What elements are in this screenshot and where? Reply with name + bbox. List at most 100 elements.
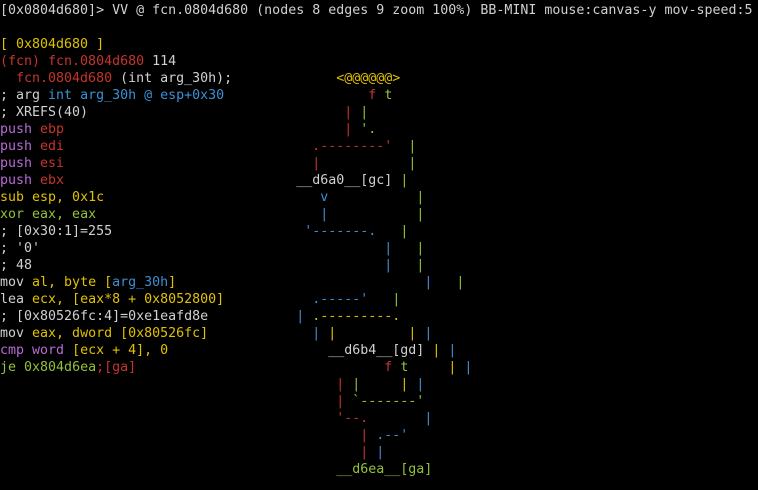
terminal-text: esi	[40, 156, 65, 171]
terminal-text: |	[400, 377, 409, 392]
terminal-line: mov eax, dword [0x80526fc] | | | |	[0, 325, 758, 342]
terminal-line: je 0x804d6ea;[ga] f t | |	[0, 359, 758, 376]
terminal-text	[376, 224, 400, 239]
terminal-line: push ebx __d6a0__[gc] |	[0, 172, 758, 189]
terminal-line: | .--'	[0, 427, 758, 444]
terminal-text: 114	[144, 54, 177, 69]
terminal-text: |	[344, 122, 353, 137]
terminal-line: push ebp | '.	[0, 121, 758, 138]
terminal-line: ; '0' | |	[0, 240, 758, 257]
terminal-text: |	[424, 411, 433, 426]
terminal-line: [ 0x804d680 ]	[0, 36, 758, 53]
terminal-text: |	[416, 207, 425, 222]
terminal-text: |	[384, 258, 393, 273]
terminal-text: .--'	[376, 428, 409, 443]
terminal-line: | `-------'	[0, 393, 758, 410]
terminal-line: ; XREFS(40) | |	[0, 104, 758, 121]
terminal-text: |	[416, 190, 425, 205]
terminal-text: ebx	[40, 173, 65, 188]
terminal-text: ecx, [eax*8 + 0x8052800]	[32, 292, 225, 307]
terminal-text: |	[360, 428, 369, 443]
terminal-line: cmp word [ecx + 4], 0 __d6b4__[gd] | |	[0, 342, 758, 359]
terminal-text: |	[344, 105, 353, 120]
terminal-text: '--.	[336, 411, 369, 426]
terminal-text	[0, 377, 336, 392]
terminal-text	[88, 105, 344, 120]
terminal-text	[328, 190, 416, 205]
terminal-line: __d6ea__[ga]	[0, 461, 758, 478]
terminal-text: .---------.	[312, 309, 401, 324]
terminal-text: |	[448, 343, 457, 358]
terminal-line: mov al, byte [arg_30h] | |	[0, 274, 758, 291]
terminal-text: ;[ga]	[96, 360, 137, 375]
terminal-text: mov	[0, 326, 33, 341]
terminal-line: | | | |	[0, 376, 758, 393]
terminal-text: |	[384, 241, 393, 256]
terminal-line: (fcn) fcn.0804d680 114	[0, 53, 758, 70]
terminal-text	[360, 377, 400, 392]
terminal-line: sub esp, 0x1c v |	[0, 189, 758, 206]
terminal-text: ; 48	[0, 258, 33, 273]
terminal-text	[0, 445, 360, 460]
terminal-text	[40, 241, 384, 256]
terminal-text: eax, dword [0x80526fc]	[32, 326, 209, 341]
terminal-text	[112, 224, 304, 239]
terminal-text: xor	[0, 207, 33, 222]
terminal-text: ebp	[40, 122, 65, 137]
terminal-text	[328, 207, 416, 222]
terminal-text	[408, 360, 448, 375]
terminal-text	[104, 190, 320, 205]
terminal-text: '-------.	[304, 224, 377, 239]
terminal-text: @ esp+0x30	[136, 88, 225, 103]
terminal-text: [ecx + 4], 0	[72, 343, 169, 358]
terminal-text	[136, 360, 384, 375]
terminal-text: |	[424, 275, 433, 290]
status-line: [0x0804d680]> VV @ fcn.0804d680 (nodes 8…	[0, 3, 753, 18]
terminal-text: [ 0x804d680 ]	[0, 37, 105, 52]
terminal-text: sub	[0, 190, 33, 205]
terminal-line: '--. |	[0, 410, 758, 427]
terminal-text: |	[320, 207, 329, 222]
terminal-text: eax, eax	[32, 207, 97, 222]
terminal-text	[336, 326, 408, 341]
terminal-text: '.	[360, 122, 377, 137]
terminal-text	[224, 88, 368, 103]
terminal-text: edi	[40, 139, 65, 154]
terminal-text	[320, 156, 408, 171]
terminal-text: |	[312, 326, 321, 341]
terminal-text: |	[336, 394, 345, 409]
terminal-text	[208, 326, 312, 341]
terminal-line: | |	[0, 444, 758, 461]
terminal-text	[64, 139, 312, 154]
terminal-text	[392, 258, 416, 273]
terminal-text: ; '0'	[0, 241, 41, 256]
terminal-text	[432, 275, 456, 290]
terminal-text: lea	[0, 292, 33, 307]
terminal-text: .-----'	[312, 292, 369, 307]
terminal-line: ; [0x80526fc:4]=0xe1eafd8e | .---------.	[0, 308, 758, 325]
terminal-text: mov	[0, 275, 33, 290]
terminal-text	[64, 173, 296, 188]
terminal-text: .--------'	[312, 139, 393, 154]
terminal-text: |	[448, 360, 457, 375]
terminal-text	[392, 139, 408, 154]
terminal-text	[232, 71, 336, 86]
terminal-line: lea ecx, [eax*8 + 0x8052800] .-----' |	[0, 291, 758, 308]
terminal-text	[368, 411, 424, 426]
terminal-text: |	[416, 258, 425, 273]
terminal-line: ; 48 | |	[0, 257, 758, 274]
terminal-text: ; [0x30:1]=255	[0, 224, 113, 239]
terminal-text: |	[360, 445, 369, 460]
terminal-text: |	[328, 326, 337, 341]
terminal-text: __d6b4__[gd]	[328, 343, 425, 358]
terminal-text: je	[0, 360, 25, 375]
terminal-text: push	[0, 173, 41, 188]
terminal-text: |	[360, 105, 369, 120]
terminal-text: |	[464, 360, 473, 375]
terminal-text	[0, 411, 336, 426]
terminal-text: |	[400, 173, 409, 188]
terminal-text: arg_30h	[112, 275, 169, 290]
terminal-text: f	[368, 88, 377, 103]
terminal-line: push edi .--------' |	[0, 138, 758, 155]
